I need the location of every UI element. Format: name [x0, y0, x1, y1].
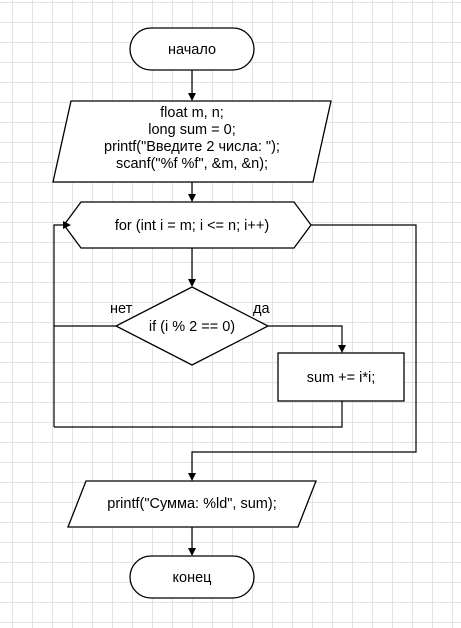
- sum-step-rect-shape: [277, 352, 405, 402]
- declare-line-3: printf("Введите 2 числа: ");: [104, 139, 280, 155]
- arrowhead-print-to-end: [188, 548, 196, 556]
- condition-diamond-shape: [114, 286, 270, 366]
- end-label: конец: [173, 570, 212, 586]
- sum-step-label: sum += i*i;: [307, 370, 376, 386]
- start-node[interactable]: начало: [129, 27, 255, 71]
- declare-parallelogram-shape: [52, 100, 332, 183]
- loop-node[interactable]: for (int i = m; i <= n; i++): [63, 201, 312, 249]
- condition-node[interactable]: if (i % 2 == 0): [114, 286, 270, 366]
- edge-loop-exit-to-print: [191, 224, 417, 476]
- condition-label: if (i % 2 == 0): [149, 319, 235, 335]
- arrowhead-loop-exit-to-print: [188, 473, 196, 481]
- print-result-node[interactable]: printf("Сумма: %ld", sum);: [67, 480, 317, 528]
- declare-line-4: scanf("%f %f", &m, &n);: [116, 156, 268, 172]
- arrowhead-declare-to-loop: [188, 194, 196, 202]
- print-result-label: printf("Сумма: %ld", sum);: [107, 496, 276, 512]
- edge-condition-yes-to-sum: [268, 325, 343, 348]
- sum-step-node[interactable]: sum += i*i;: [277, 352, 405, 402]
- arrowhead-condition-yes-to-sum: [338, 345, 346, 353]
- edge-sum-to-loop-rail: [54, 401, 343, 428]
- start-label: начало: [168, 42, 216, 58]
- loop-label: for (int i = m; i <= n; i++): [115, 218, 269, 234]
- print-parallelogram-shape: [67, 480, 317, 528]
- branch-no-label: нет: [110, 301, 133, 317]
- arrowhead-start-to-declare: [188, 93, 196, 101]
- declare-node[interactable]: float m, n; long sum = 0; printf("Введит…: [52, 100, 332, 183]
- declare-line-1: float m, n;: [160, 105, 224, 121]
- declare-line-2: long sum = 0;: [148, 122, 235, 138]
- branch-yes-label: да: [253, 301, 270, 317]
- edge-loop-back: [53, 224, 64, 427]
- arrowhead-loop-to-condition: [188, 279, 196, 287]
- end-node[interactable]: конец: [129, 555, 255, 599]
- end-terminator-shape: [129, 555, 255, 599]
- arrowhead-loop-back: [63, 221, 71, 229]
